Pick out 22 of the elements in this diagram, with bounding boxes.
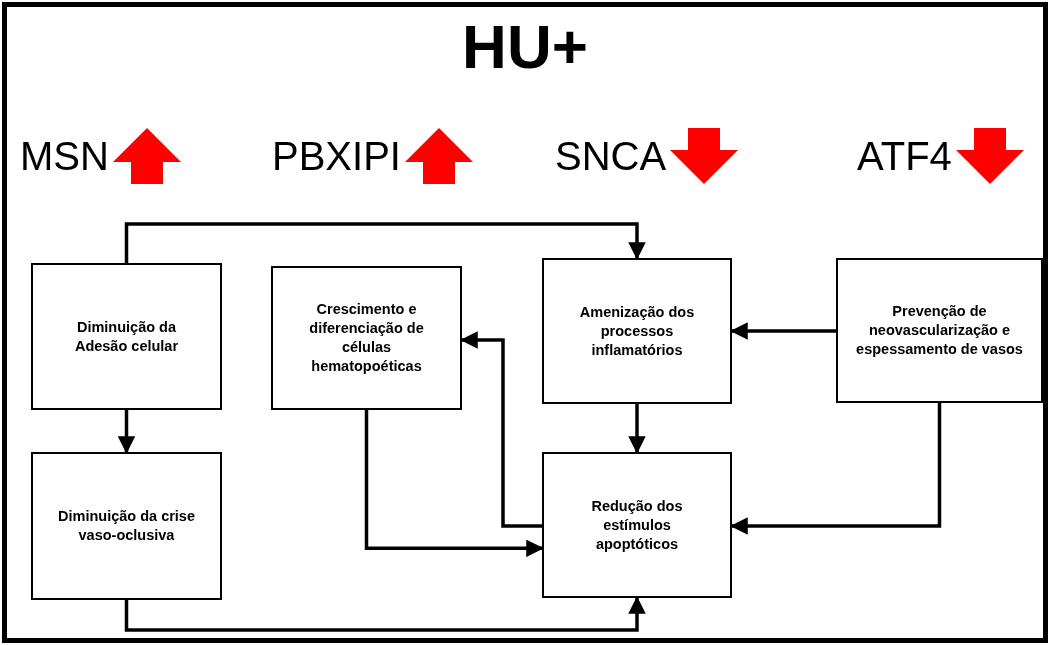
- arrow: [628, 402, 646, 454]
- box-text: Prevenção de neovascularização e espessamento de vasos: [856, 302, 1023, 359]
- box-text: Diminuição da crise vaso-oclusiva: [57, 507, 196, 545]
- gene-label: MSN: [20, 133, 109, 180]
- gene-label: ATF4: [857, 133, 952, 180]
- box-text: Amenização dos processos inflamatórios: [578, 302, 696, 360]
- arrow: [117, 408, 136, 454]
- arrow: [124, 222, 646, 263]
- arrow: [364, 410, 544, 558]
- box-text: Diminuição da Adesão celular: [73, 317, 180, 356]
- process-box: [836, 258, 1043, 403]
- arrow: [124, 596, 646, 632]
- gene-label: SNCA: [555, 133, 667, 180]
- process-box: [542, 258, 732, 404]
- process-box: [31, 452, 222, 600]
- process-box: [542, 452, 732, 598]
- box-text: Crescimento e diferenciação de células hematopoéticas: [308, 300, 425, 376]
- title: HU+: [461, 12, 589, 82]
- process-box: [31, 263, 222, 410]
- box-text: Redução dos estímulos apoptóticos: [590, 496, 684, 554]
- gene-label: PBXIPI: [272, 133, 401, 180]
- process-box: [271, 266, 462, 410]
